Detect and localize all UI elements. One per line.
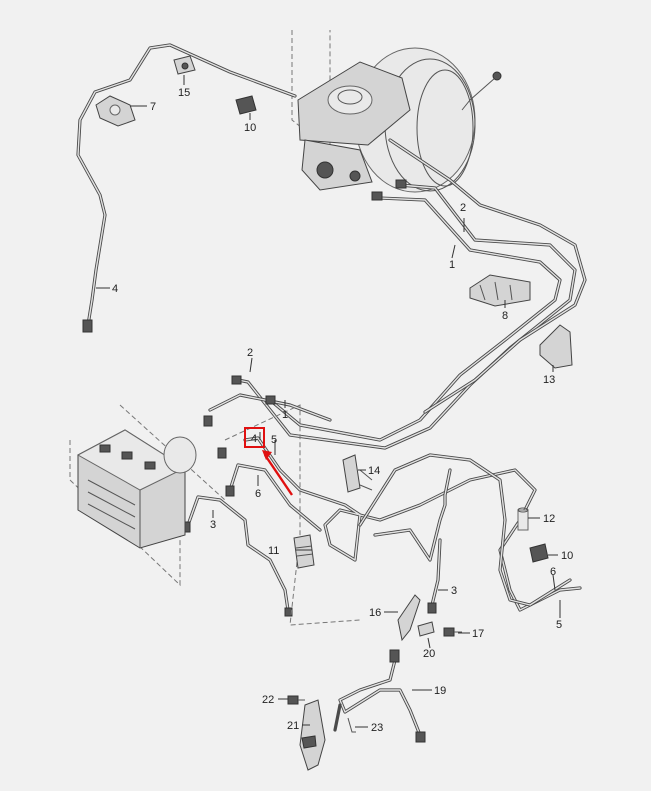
part-16-bracket[interactable]	[397, 594, 421, 642]
label-21: 21	[287, 720, 299, 732]
part-10-holder-right[interactable]	[529, 543, 549, 563]
part-14-holder[interactable]	[342, 454, 373, 493]
part-13-bracket[interactable]	[539, 324, 573, 369]
brake-pipe-3-left[interactable]	[186, 495, 290, 612]
label-20: 20	[423, 648, 435, 660]
label-6-mid: 6	[255, 488, 261, 500]
label-19: 19	[434, 685, 446, 697]
label-4-top: 4	[112, 283, 118, 295]
label-15: 15	[178, 87, 190, 99]
brake-pipe-1[interactable]	[268, 196, 562, 442]
brake-pipe-5[interactable]	[243, 436, 582, 612]
brake-booster-master-cylinder[interactable]	[291, 30, 502, 193]
leader-lines	[96, 75, 561, 728]
abs-hydraulic-unit[interactable]	[69, 404, 361, 626]
pipe-fittings	[181, 179, 437, 617]
label-13: 13	[543, 374, 555, 386]
label-12: 12	[543, 513, 555, 525]
label-4-highlighted: 4	[251, 433, 257, 445]
brake-pipe-6-right[interactable]	[358, 453, 572, 607]
brake-pipe-2[interactable]	[236, 183, 577, 450]
label-22: 22	[262, 694, 274, 706]
label-23: 23	[371, 722, 383, 734]
label-2-mid: 2	[247, 347, 253, 359]
label-6-right: 6	[550, 566, 556, 578]
label-10-top: 10	[244, 122, 256, 134]
label-16: 16	[369, 607, 381, 619]
label-10-right: 10	[561, 550, 573, 562]
label-1-mid: 1	[282, 409, 288, 421]
label-8: 8	[502, 310, 508, 322]
part-10-holder-top[interactable]	[235, 95, 257, 115]
part-labels: 7 15 10 4 2 1 8 13 2 1 4 5 6 3 14 11 12 …	[112, 87, 573, 734]
brake-pipe-4-top[interactable]	[76, 43, 297, 333]
brake-pipe-6[interactable]	[228, 463, 322, 532]
brake-pipe-main[interactable]	[208, 138, 587, 422]
label-3-left: 3	[210, 519, 216, 531]
label-7: 7	[150, 101, 156, 113]
part-8-bracket[interactable]	[469, 274, 531, 307]
part-22-bolt[interactable]	[287, 695, 305, 705]
part-15-holder[interactable]	[173, 55, 196, 75]
label-1-top: 1	[449, 259, 455, 271]
label-17: 17	[472, 628, 484, 640]
part-21-bracket[interactable]	[299, 699, 326, 771]
label-3-right: 3	[451, 585, 457, 597]
part-17-bolt[interactable]	[443, 627, 462, 637]
part-7-clip[interactable]	[95, 95, 136, 127]
part-20-clip[interactable]	[417, 621, 435, 637]
part-23-clip[interactable]	[347, 717, 356, 733]
part-12-sleeve[interactable]	[517, 507, 529, 531]
label-14: 14	[368, 465, 380, 477]
brake-hose-19[interactable]	[333, 649, 426, 743]
brake-pipe-3-right[interactable]	[373, 468, 452, 607]
label-2-top: 2	[460, 202, 466, 214]
label-5-right: 5	[556, 619, 562, 631]
label-5-mid: 5	[271, 434, 277, 446]
part-11-holder[interactable]	[293, 534, 315, 569]
highlight-item-4[interactable]	[244, 427, 293, 496]
label-11: 11	[268, 545, 279, 557]
